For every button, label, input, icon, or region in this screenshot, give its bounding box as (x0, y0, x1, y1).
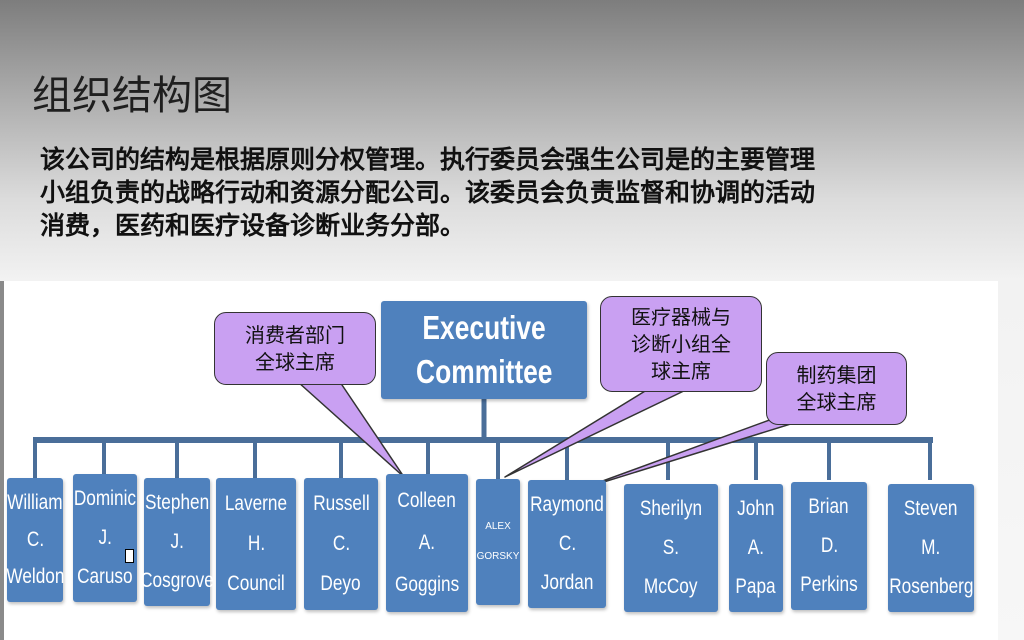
member-box: Steven M. Rosenberg (888, 484, 974, 612)
member-name-line: A. (418, 531, 436, 554)
member-name-line: J. (170, 529, 184, 553)
member-name-line: William (7, 490, 63, 514)
member-name-line: Deyo (320, 572, 362, 595)
member-box: Brian D. Perkins (791, 482, 867, 610)
member-box: Raymond C. Jordan (528, 480, 606, 608)
member-name-line: J. (98, 525, 112, 549)
member-name-line: Sherilyn (639, 497, 703, 521)
marker-square (125, 549, 134, 563)
member-name-line: Stephen (144, 491, 210, 515)
member-name-line: John (737, 497, 775, 521)
member-name-line: Brian (808, 495, 850, 519)
member-name-line: D. (820, 533, 838, 557)
member-name-line: Weldon (5, 565, 65, 589)
member-name-line: Rosenberg (888, 574, 974, 598)
member-box: Sherilyn S. McCoy (624, 484, 718, 612)
intro-line: 消费，医药和医疗设备诊断业务分部。 (40, 211, 466, 240)
member-name-line: Russell (312, 492, 370, 515)
callout-line: 全球主席 (796, 389, 877, 414)
member-box: Colleen A. Goggins (386, 474, 468, 612)
intro-paragraph: 该公司的结构是根据原则分权管理。执行委员会强生公司是的主要管理 小组负责的战略行… (40, 143, 940, 242)
callout-pointer (577, 417, 811, 491)
executive-committee-box: Executive Committee (381, 301, 587, 399)
callout-line: 制药集团 (796, 362, 877, 387)
exec-label-line: Executive (422, 309, 546, 346)
member-name-line: Colleen (397, 489, 457, 512)
member-box: Russell C. Deyo (304, 478, 378, 610)
member-name-line: GORSKY (476, 551, 520, 562)
slide-title: 组织结构图 (32, 73, 232, 119)
intro-line: 小组负责的战略行动和资源分配公司。该委员会负责监督和协调的活动 (40, 178, 816, 207)
member-name-line: Caruso (77, 564, 133, 588)
member-name-line: Raymond (530, 493, 604, 517)
member-name-line: Perkins (800, 572, 858, 596)
member-box: Stephen J. Cosgrove (140, 478, 214, 606)
member-box: John A. Papa (729, 484, 783, 612)
member-name-line: A. (747, 535, 765, 559)
member-name-line: C. (558, 531, 576, 555)
member-name-line: Jordan (540, 570, 594, 594)
member-name-line: S. (662, 535, 680, 559)
exec-label-line: Committee (415, 353, 553, 390)
member-box: William C. Weldon (5, 478, 65, 602)
member-name-line: McCoy (644, 574, 698, 598)
member-box: Laverne H. Council (216, 478, 296, 610)
intro-line: 该公司的结构是根据原则分权管理。执行委员会强生公司是的主要管理 (40, 145, 816, 174)
member-name-line: Council (227, 572, 285, 595)
callout-line: 医疗器械与 (631, 304, 731, 329)
member-name-line: C. (332, 532, 350, 555)
callout-consumer-chairman: 消费者部门 全球主席 (214, 312, 376, 385)
member-name-line: M. (921, 535, 941, 559)
member-name-line: C. (26, 527, 44, 551)
member-name-line: Steven (904, 497, 958, 521)
callout-line: 球主席 (651, 358, 711, 383)
callout-devices-chairman: 医疗器械与 诊断小组全 球主席 (600, 296, 762, 392)
callout-line: 全球主席 (255, 349, 335, 374)
member-box: ALEX GORSKY (476, 479, 520, 605)
member-box: Dominic J. Caruso (73, 474, 137, 602)
member-name-line: Cosgrove (140, 568, 214, 592)
member-name-line: Papa (735, 574, 777, 598)
member-name-line: Laverne (224, 492, 288, 515)
member-name-line: ALEX (485, 521, 511, 532)
callout-line: 诊断小组全 (631, 331, 731, 356)
callout-line: 消费者部门 (245, 322, 345, 347)
member-name-line: H. (247, 532, 265, 555)
member-name-line: Dominic (73, 487, 137, 511)
callout-pharma-chairman: 制药集团 全球主席 (766, 352, 907, 425)
member-name-line: Goggins (394, 573, 460, 596)
